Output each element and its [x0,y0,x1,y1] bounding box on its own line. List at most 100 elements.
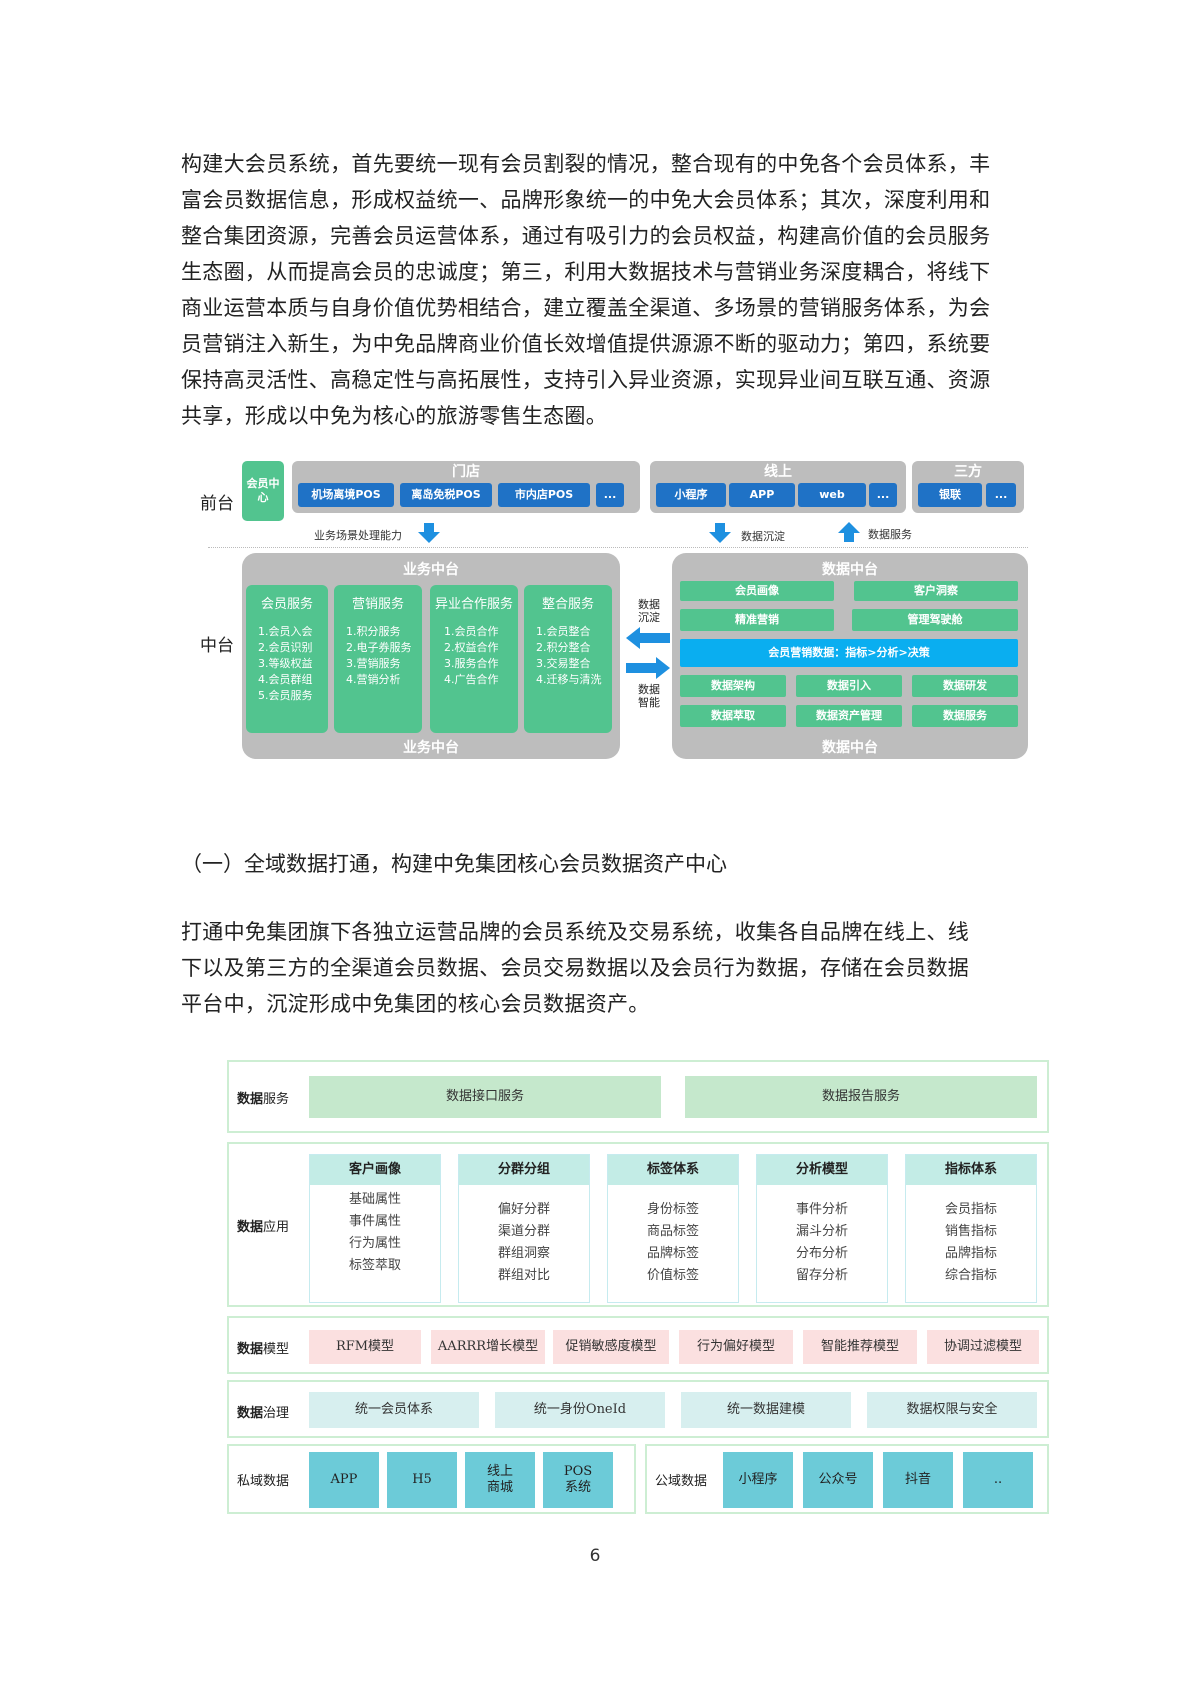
text-line: 商业运营本质与自身价值优势相结合，建立覆盖全渠道、多场景的营销服务体系，为会 [181,296,991,320]
store-group: 门店 机场离境POS 离岛免税POS 市内店POS ... [292,461,640,513]
data-service-label: 数据服务 [868,528,912,541]
row-label: 数据模型 [237,1342,290,1357]
application-column: 标签体系 身份标签 商品标签 品牌标签 价值标签 [607,1154,739,1303]
column-item: 漏斗分析 [795,1224,848,1239]
data-interface-service: 数据接口服务 [309,1076,661,1118]
customer-insight-box: 客户洞察 [854,581,1018,601]
service-item: 3.交易整合 [536,657,591,670]
online-group: 线上 小程序 APP web ... [650,461,906,513]
channel-unionpay: 银联 [918,483,982,507]
data-ingestion-box: 数据引入 [796,675,902,697]
public-data-row: 公域数据 小程序 公众号 抖音 .. [645,1444,1049,1514]
text-line: 打通中免集团旗下各独立运营品牌的会员系统及交易系统，收集各自品牌在线上、线 [181,920,970,944]
private-data-row: 私域数据 APP H5 线上 商城 POS 系统 [227,1444,636,1514]
service-item: 4.会员群组 [258,673,313,686]
member-center-box: 会员中心 [242,461,284,521]
service-items: 1.会员合作 2.权益合作 3.服务合作 4.广告合作 [430,624,518,688]
row-label: 私域数据 [237,1474,290,1489]
service-item: 5.会员服务 [258,689,313,702]
arrow-down-icon [709,523,731,543]
service-item: 4.迁移与清洗 [536,673,602,686]
governance-unified-member: 统一会员体系 [309,1392,479,1428]
column-item: 偏好分群 [497,1202,550,1217]
service-item: 3.等级权益 [258,657,313,670]
service-item: 2.电子券服务 [346,641,412,654]
text-line: 平台中，沉淀形成中免集团的核心会员数据资产。 [181,992,650,1016]
model-rfm: RFM模型 [309,1330,421,1364]
public-mini-program: 小程序 [723,1452,793,1508]
column-item: 标签萃取 [348,1258,401,1273]
tier-divider [208,547,1028,548]
mid-settle-label: 数据沉淀 [638,598,660,624]
private-h5: H5 [387,1452,457,1508]
row-label: 数据治理 [237,1406,290,1421]
third-party-group-title: 三方 [954,464,982,480]
service-card: 营销服务 1.积分服务 2.电子券服务 3.营销服务 4.营销分析 [334,585,422,733]
private-app: APP [309,1452,379,1508]
text-line: 下以及第三方的全渠道会员数据、会员交易数据以及会员行为数据，存储在会员数据 [181,956,970,980]
service-items: 1.会员入会 2.会员识别 3.等级权益 4.会员群组 5.会员服务 [246,624,328,704]
arrow-down-icon [418,523,440,543]
channel-city-pos: 市内店POS [498,483,590,507]
data-service-row: 数据服务 数据接口服务 数据报告服务 [227,1060,1049,1133]
model-promo-sensitivity: 促销敏感度模型 [553,1330,669,1364]
middle-tier-label: 中台 [200,636,234,656]
service-card: 会员服务 1.会员入会 2.会员识别 3.等级权益 4.会员群组 5.会员服务 [246,585,328,733]
mid-intel-label: 数据智能 [638,683,660,709]
data-governance-row: 数据治理 统一会员体系 统一身份OneId 统一数据建模 数据权限与安全 [227,1380,1049,1438]
service-item: 3.营销服务 [346,657,401,670]
model-behavior-preference: 行为偏好模型 [679,1330,793,1364]
text-line: 员营销注入新生，为中免品牌商业价值长效增值提供源源不断的驱动力；第四，系统要 [181,332,991,356]
data-application-row: 数据应用 客户画像 基础属性 事件属性 行为属性 标签萃取 分群分组 偏好分群 … [227,1142,1049,1307]
model-smart-recommend: 智能推荐模型 [803,1330,917,1364]
channel-mini-program: 小程序 [656,483,726,507]
column-item: 群组洞察 [497,1246,550,1261]
column-item: 群组对比 [497,1268,550,1283]
data-settle-label: 数据沉淀 [741,530,785,543]
row-label: 公域数据 [655,1474,708,1489]
architecture-diagram: 前台 会员中心 门店 机场离境POS 离岛免税POS 市内店POS ... 线上… [196,455,1028,765]
service-items: 1.会员整合 2.积分整合 3.交易整合 4.迁移与清洗 [524,624,612,688]
service-title: 整合服务 [541,597,594,612]
third-party-group: 三方 银联 ... [912,461,1024,513]
text-line: 构建大会员系统，首先要统一现有会员割裂的情况，整合现有的中免各个会员体系，丰 [181,152,991,176]
column-item: 品牌标签 [646,1246,699,1261]
channel-island-pos: 离岛免税POS [400,483,492,507]
column-items: 偏好分群 渠道分群 群组洞察 群组对比 [459,1185,589,1287]
page-number: 6 [589,1546,601,1566]
service-title: 异业合作服务 [434,597,513,612]
service-item: 3.服务合作 [444,657,499,670]
channel-app: APP [729,483,795,507]
column-item: 综合指标 [944,1268,997,1283]
service-item: 4.营销分析 [346,673,401,686]
front-tier-label: 前台 [200,494,234,514]
service-item: 1.积分服务 [346,625,401,638]
section-heading: （一）全域数据打通，构建中免集团核心会员数据资产中心 [181,852,727,876]
service-item: 4.广告合作 [444,673,499,686]
column-items: 身份标签 商品标签 品牌标签 价值标签 [608,1185,738,1287]
service-title: 营销服务 [351,597,404,612]
online-group-title: 线上 [764,464,792,480]
public-douyin: 抖音 [883,1452,953,1508]
column-item: 销售指标 [944,1224,997,1239]
column-item: 事件分析 [795,1202,848,1217]
model-aarrr: AARRR增长模型 [431,1330,545,1364]
public-more: .. [963,1452,1033,1508]
precise-marketing-box: 精准营销 [680,609,834,631]
private-online-mall: 线上 商城 [465,1452,535,1508]
channel-more: ... [986,483,1016,507]
service-item: 2.权益合作 [444,641,499,654]
cockpit-box: 管理驾驶舱 [852,609,1018,631]
service-card: 整合服务 1.会员整合 2.积分整合 3.交易整合 4.迁移与清洗 [524,585,612,733]
column-item: 会员指标 [944,1202,997,1217]
section-paragraph: 打通中免集团旗下各独立运营品牌的会员系统及交易系统，收集各自品牌在线上、线 下以… [181,914,1021,1022]
governance-oneid: 统一身份OneId [495,1392,665,1428]
text-line: 共享，形成以中免为核心的旅游零售生态圈。 [181,404,607,428]
row-label: 数据服务 [237,1092,290,1107]
store-group-title: 门店 [452,464,480,480]
column-title: 分群分组 [459,1155,589,1185]
arrow-up-icon [838,522,860,542]
service-item: 2.会员识别 [258,641,313,654]
column-item: 商品标签 [646,1224,699,1239]
data-asset-management-box: 数据资产管理 [796,705,902,727]
